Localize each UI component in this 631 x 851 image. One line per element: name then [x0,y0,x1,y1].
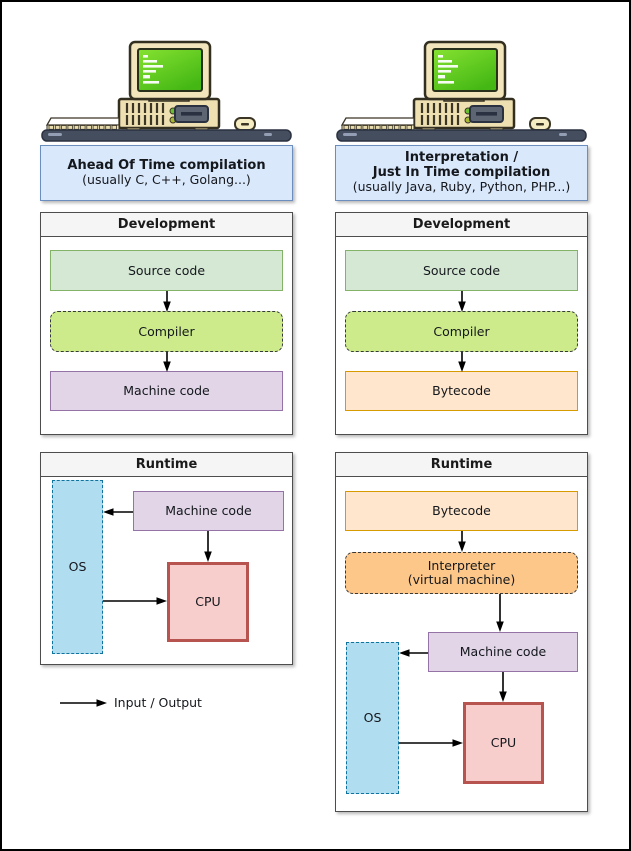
jit-runtime-machine-code-box: Machine code [428,632,578,672]
flow-arrow [103,508,133,516]
jit-development-panel: Development Source code Compiler Bytecod… [335,212,588,435]
jit-title-line-1: Interpretation / [404,150,519,166]
aot-source-code-box: Source code [50,250,283,291]
aot-cpu-box: CPU [167,562,249,642]
jit-bytecode-box: Bytecode [345,371,578,411]
aot-runtime-machine-code-box: Machine code [133,491,284,531]
aot-machine-code-box: Machine code [50,371,283,411]
flow-arrow [458,291,466,312]
jit-interpreter-box: Interpreter (virtual machine) [345,552,578,594]
jit-title-subtitle: (usually Java, Ruby, Python, PHP...) [352,179,571,195]
retro-computer-icon [336,40,587,142]
flow-arrow [204,531,212,562]
aot-development-panel: Development Source code Compiler Machine… [40,212,293,435]
jit-cpu-box: CPU [463,702,544,784]
aot-title-subtitle: (usually C, C++, Golang...) [82,172,251,187]
legend-arrow-icon [60,699,107,707]
jit-interpreter-line-2: (virtual machine) [407,572,516,587]
jit-interpreter-line-1: Interpreter [427,558,496,573]
jit-os-box: OS [346,642,399,794]
flow-arrow [163,291,171,312]
jit-runtime-panel: Runtime Bytecode Interpreter (virtual ma… [335,452,588,812]
jit-runtime-bytecode-box: Bytecode [345,491,578,531]
flow-arrow [163,352,171,372]
aot-compiler-box: Compiler [50,311,283,352]
jit-development-header: Development [336,213,587,237]
aot-runtime-header: Runtime [41,453,292,477]
flow-arrow [458,352,466,372]
aot-runtime-panel: Runtime OS Machine code CPU [40,452,293,665]
retro-computer-icon [41,40,292,142]
jit-compiler-box: Compiler [345,311,578,352]
jit-title-line-2: Just In Time compilation [372,164,551,180]
aot-os-box: OS [52,480,103,654]
flow-arrow [103,597,167,605]
flow-arrow [399,739,463,747]
aot-development-header: Development [41,213,292,237]
aot-title-card: Ahead Of Time compilation (usually C, C+… [40,145,293,201]
legend-label: Input / Output [114,695,202,710]
flow-arrow [499,672,507,702]
aot-title-line: Ahead Of Time compilation [67,157,266,173]
jit-runtime-header: Runtime [336,453,587,477]
flow-arrow [496,594,504,632]
flow-arrow [399,649,428,657]
jit-title-card: Interpretation / Just In Time compilatio… [335,145,588,201]
flow-arrow [458,531,466,552]
jit-source-code-box: Source code [345,250,578,291]
